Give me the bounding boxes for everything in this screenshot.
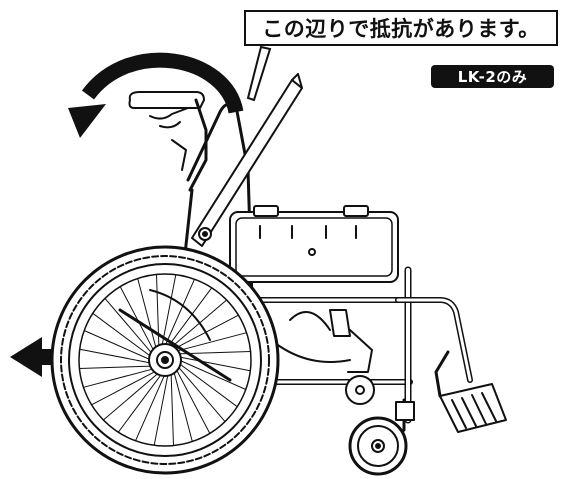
wheel-spoke [178,362,238,408]
wheel-spoke [83,368,155,388]
wheel-spoke [135,373,166,442]
wheel-spoke [175,332,247,352]
wheel-spoke [178,356,251,372]
wheel-spoke [170,299,228,348]
callout-pointer [246,45,272,102]
wheel-spoke [79,348,152,364]
wheel-spoke [137,278,157,350]
rotation-arrow [68,52,244,138]
wheel-spoke [83,330,152,361]
wheel-spoke [117,373,163,433]
wheel-spoke [78,365,153,369]
wheel-spoke [170,372,174,447]
rear-wheel [50,245,280,475]
wheel-spoke [161,274,177,347]
wheel-spoke [173,370,193,442]
recline-bar [191,73,303,247]
wheel-spoke [177,365,226,423]
wheel-spoke [164,278,195,347]
wheel-spoke [167,287,213,347]
wheel-spoke [119,286,155,352]
wheel-spoke [104,297,153,355]
wheel-spoke [153,373,169,446]
wheel-spoke [92,312,152,358]
wheel-spoke [102,372,160,421]
wheel-spoke [178,359,247,390]
resistance-callout: この辺りで抵抗があります。 [244,10,558,46]
wheel-spoke [175,368,211,434]
wheelchair [50,73,507,476]
wheel-spoke [91,370,157,406]
model-badge: LK-2のみ [431,65,554,88]
